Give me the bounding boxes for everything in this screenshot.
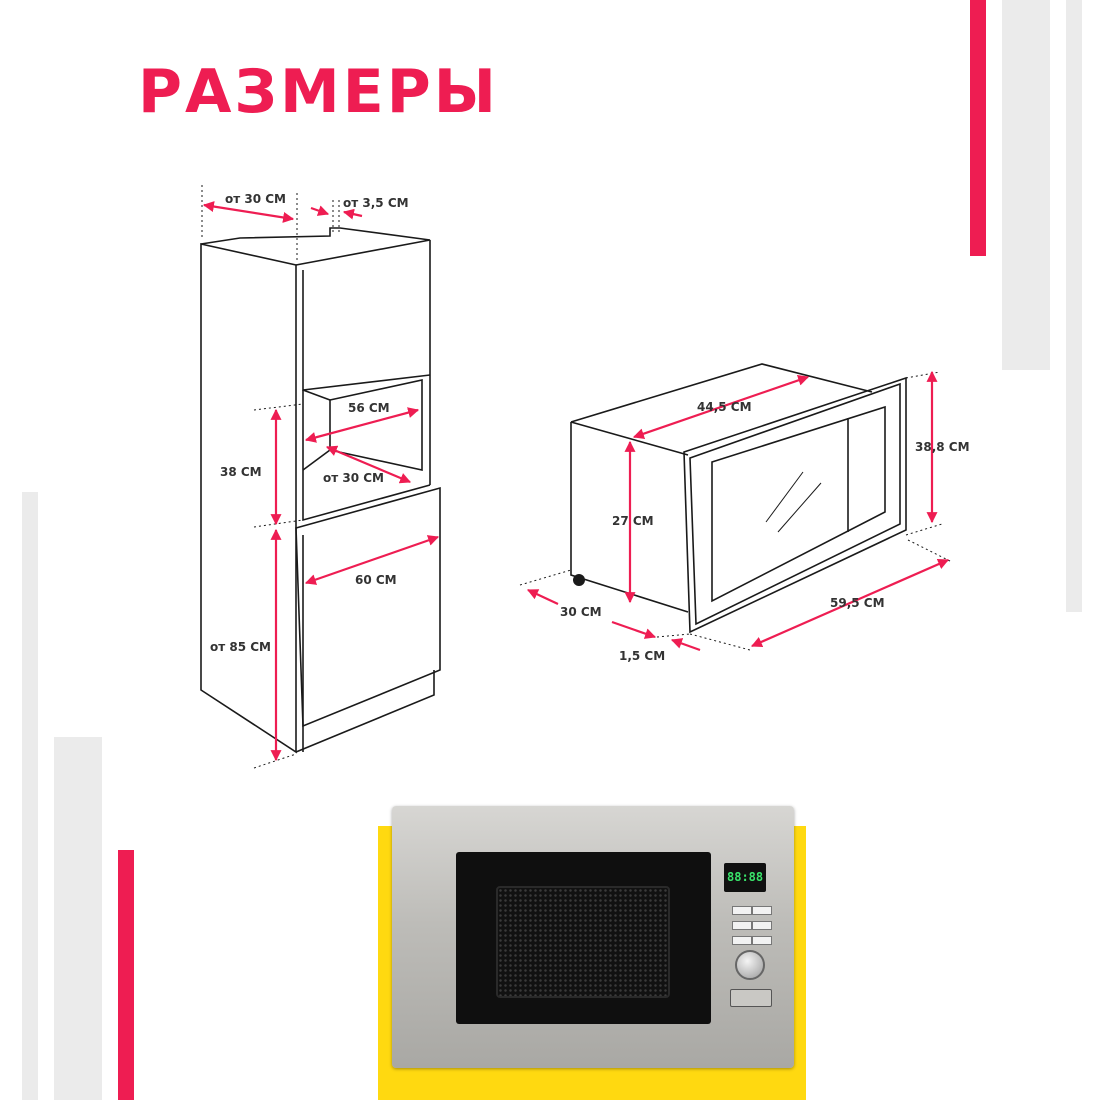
label-niche-height: 38 СМ: [220, 465, 262, 479]
label-top-gap: от 30 СМ: [225, 192, 286, 206]
label-cabinet-width: 60 СМ: [355, 573, 397, 587]
microwave-drawing: 44,5 СМ 27 СМ 38,8 СМ 30 СМ 1,5 СМ 59,5 …: [519, 363, 970, 663]
control-button[interactable]: [732, 921, 752, 930]
cabinet-drawing: от 30 СМ от 3,5 СМ 56 СМ от 30 СМ 38 СМ …: [200, 185, 441, 769]
accent-stripe-top-right: [970, 0, 986, 256]
door-open-button-icon[interactable]: [730, 989, 772, 1007]
page-title: РАЗМЕРЫ: [138, 57, 499, 127]
label-height: 27 СМ: [612, 514, 654, 528]
display-digits: 88:88: [727, 870, 764, 884]
gray-stripe-top-right: [1002, 0, 1050, 370]
label-side-gap: от 3,5 СМ: [343, 196, 409, 210]
label-floor-height: от 85 СМ: [210, 640, 271, 654]
gray-stripe-right-edge: [1066, 0, 1082, 612]
control-button[interactable]: [752, 906, 772, 915]
door-panel: [456, 852, 711, 1024]
label-frame-height: 38,8 СМ: [915, 440, 970, 454]
gray-stripe-left-thin: [22, 492, 38, 1100]
label-frame-width: 59,5 СМ: [830, 596, 885, 610]
gray-stripe-left-wide: [54, 737, 102, 1100]
label-frame-thickness: 1,5 СМ: [619, 649, 665, 663]
display-icon: 88:88: [724, 863, 766, 892]
accent-stripe-bottom-left: [118, 850, 134, 1100]
control-button[interactable]: [732, 936, 752, 945]
control-button[interactable]: [732, 906, 752, 915]
label-niche-width: 56 СМ: [348, 401, 390, 415]
control-button[interactable]: [752, 936, 772, 945]
control-button[interactable]: [752, 921, 772, 930]
label-rear-depth: 30 СМ: [560, 605, 602, 619]
door-window: [496, 886, 670, 998]
label-depth: 44,5 СМ: [697, 400, 752, 414]
microwave-product: 88:88: [392, 806, 794, 1068]
control-knob-icon[interactable]: [735, 950, 765, 980]
label-niche-depth: от 30 СМ: [323, 471, 384, 485]
